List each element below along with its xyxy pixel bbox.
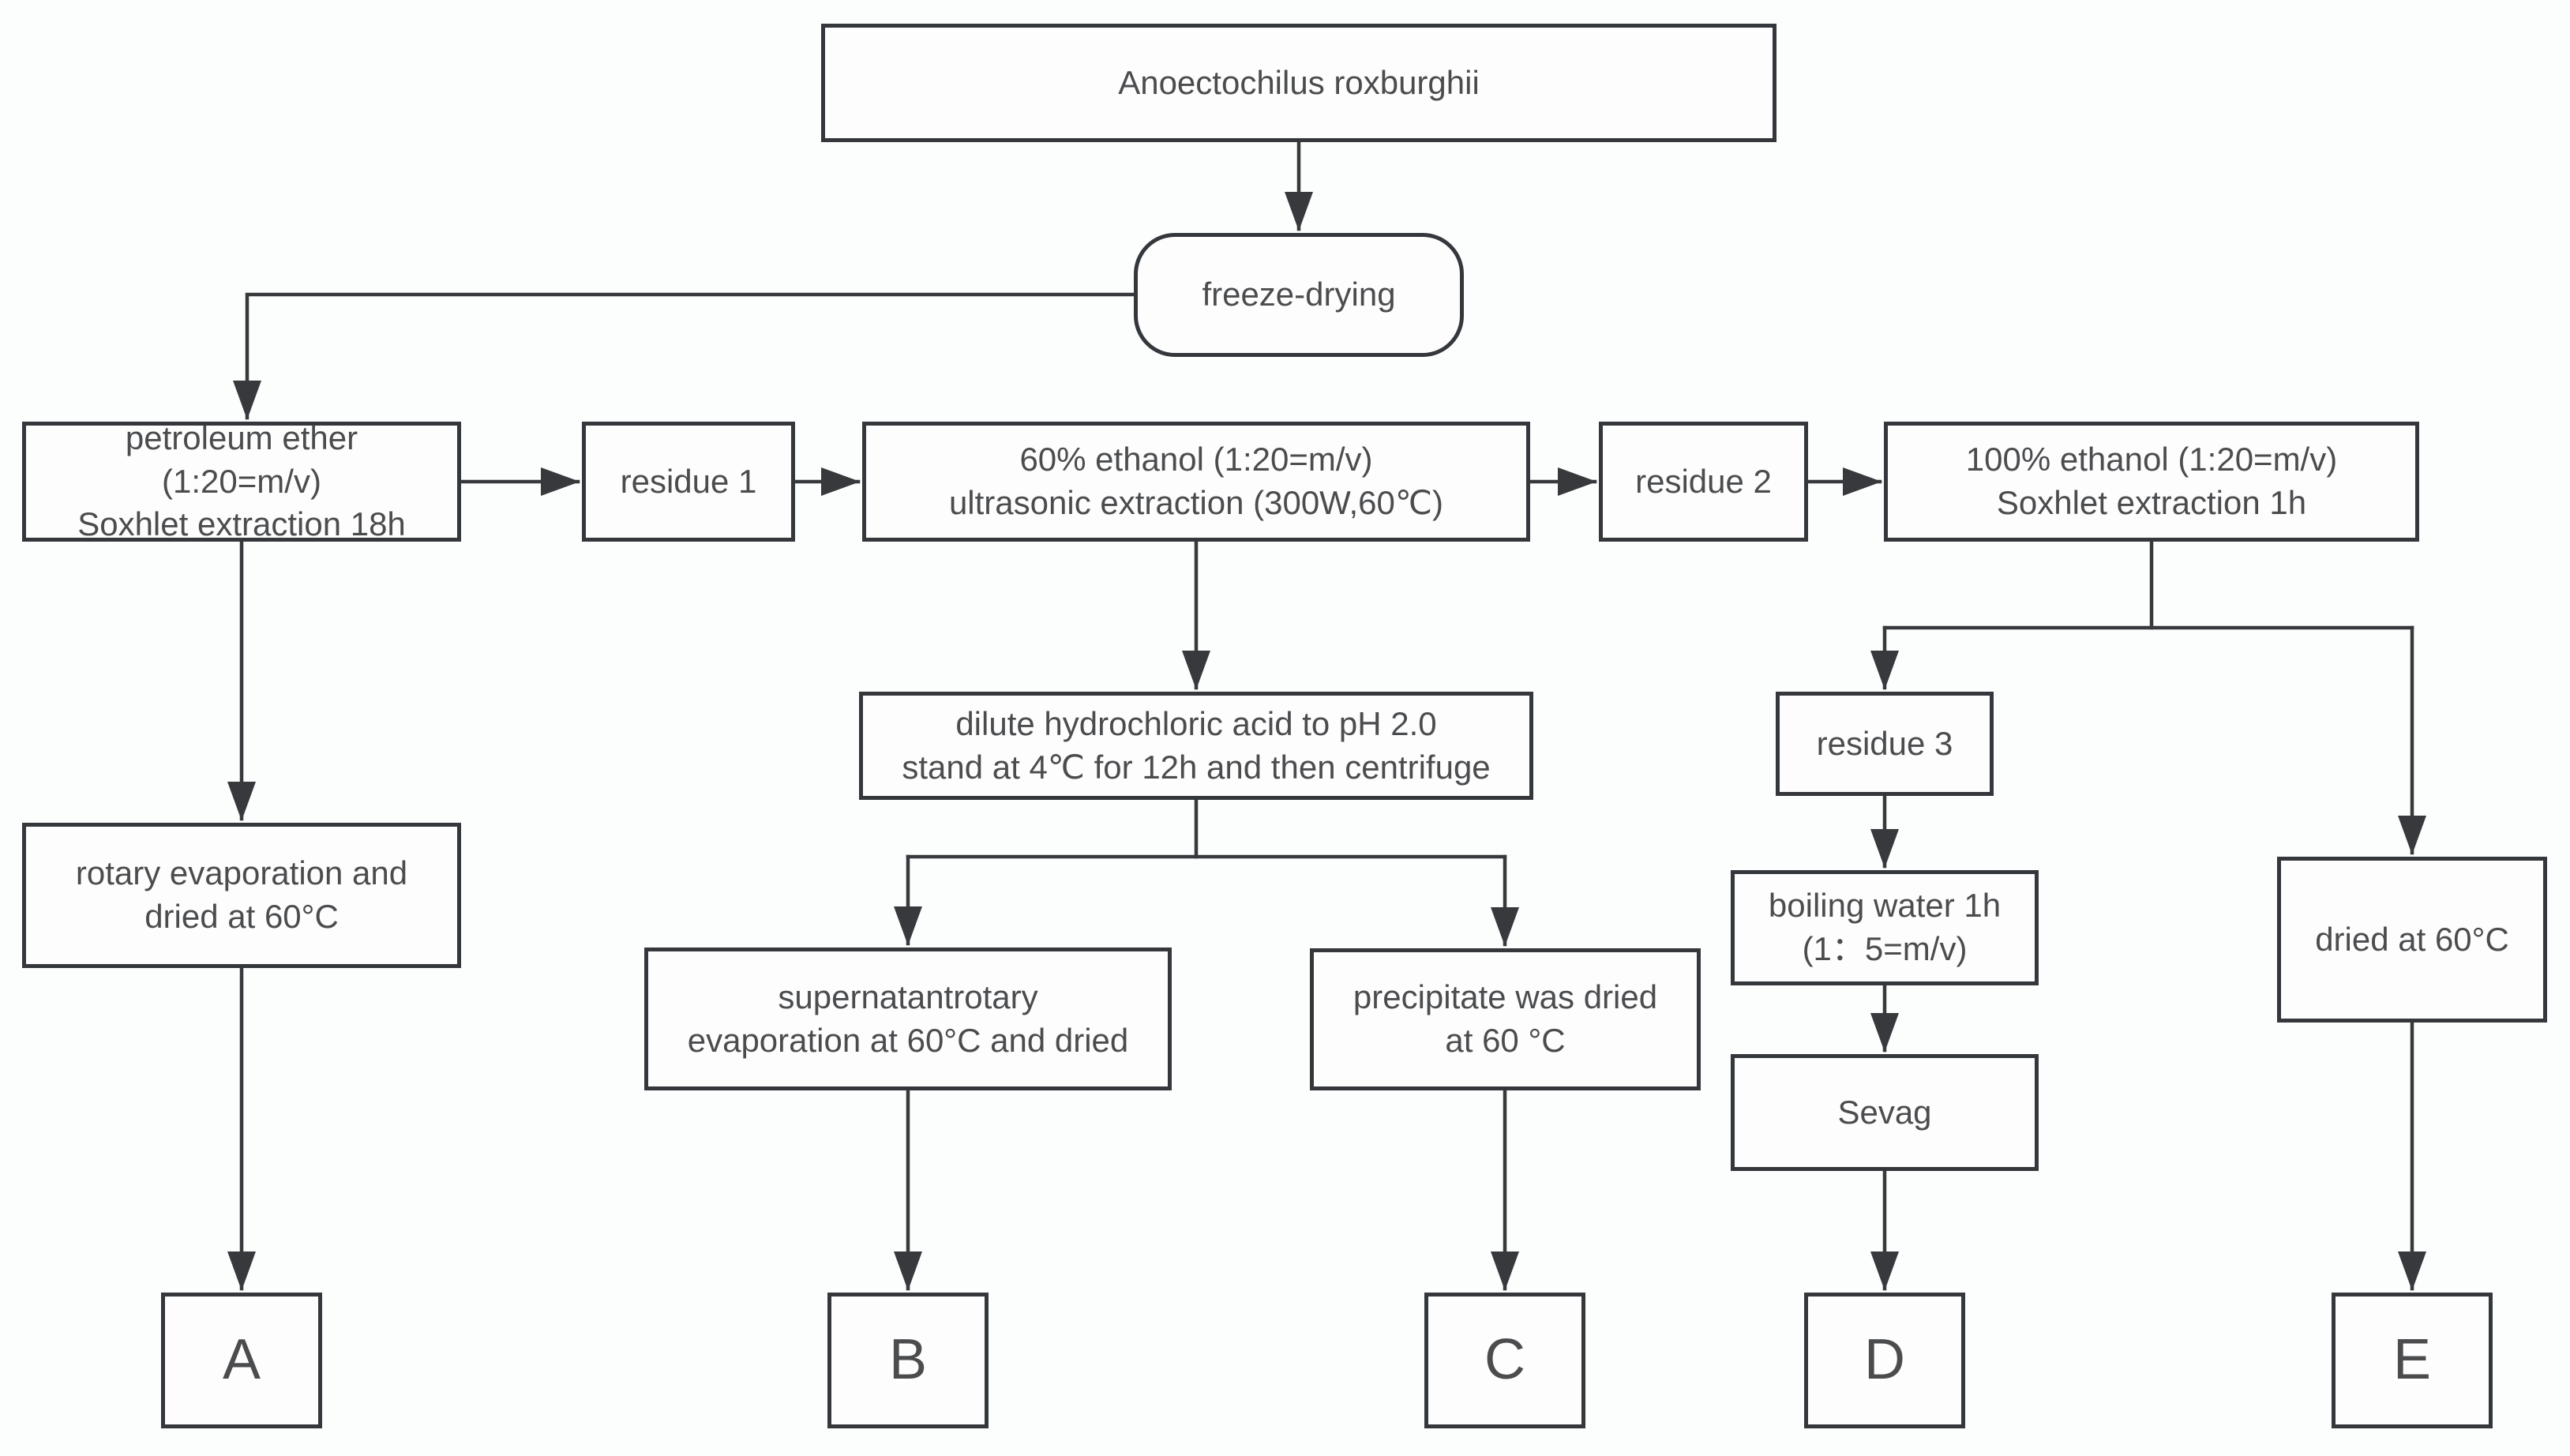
edge-freeze-drying-to-petroleum-ether: [233, 292, 1136, 420]
node-precipitate: precipitate was dried at 60 °C: [1310, 948, 1701, 1090]
node-fraction-a: A: [161, 1293, 322, 1428]
node-residue-1: residue 1: [582, 422, 795, 542]
node-residue-2: residue 2: [1599, 422, 1808, 542]
node-residue-3: residue 3: [1776, 692, 1994, 796]
node-source-material: Anoectochilus roxburghii: [821, 24, 1776, 142]
node-petroleum-ether: petroleum ether (1:20=m/v) Soxhlet extra…: [22, 419, 461, 542]
node-dilute-acid: dilute hydrochloric acid to pH 2.0 stand…: [859, 692, 1533, 800]
node-ethanol-100: 100% ethanol (1:20=m/v) Soxhlet extracti…: [1884, 422, 2419, 542]
node-rotary-evaporation: rotary evaporation and dried at 60°C: [22, 823, 461, 968]
node-fraction-d: D: [1804, 1293, 1965, 1428]
node-boiling-water: boiling water 1h (1：5=m/v): [1731, 870, 2039, 985]
node-fraction-c: C: [1424, 1293, 1585, 1428]
node-freeze-drying: freeze-drying: [1134, 233, 1464, 357]
node-fraction-b: B: [827, 1293, 989, 1428]
node-sevag: Sevag: [1731, 1054, 2039, 1171]
node-ethanol-60: 60% ethanol (1:20=m/v) ultrasonic extrac…: [862, 422, 1530, 542]
node-fraction-e: E: [2332, 1293, 2493, 1428]
node-dried-60: dried at 60°C: [2277, 857, 2547, 1023]
node-supernatant: supernatantrotary evaporation at 60°C an…: [644, 948, 1172, 1090]
